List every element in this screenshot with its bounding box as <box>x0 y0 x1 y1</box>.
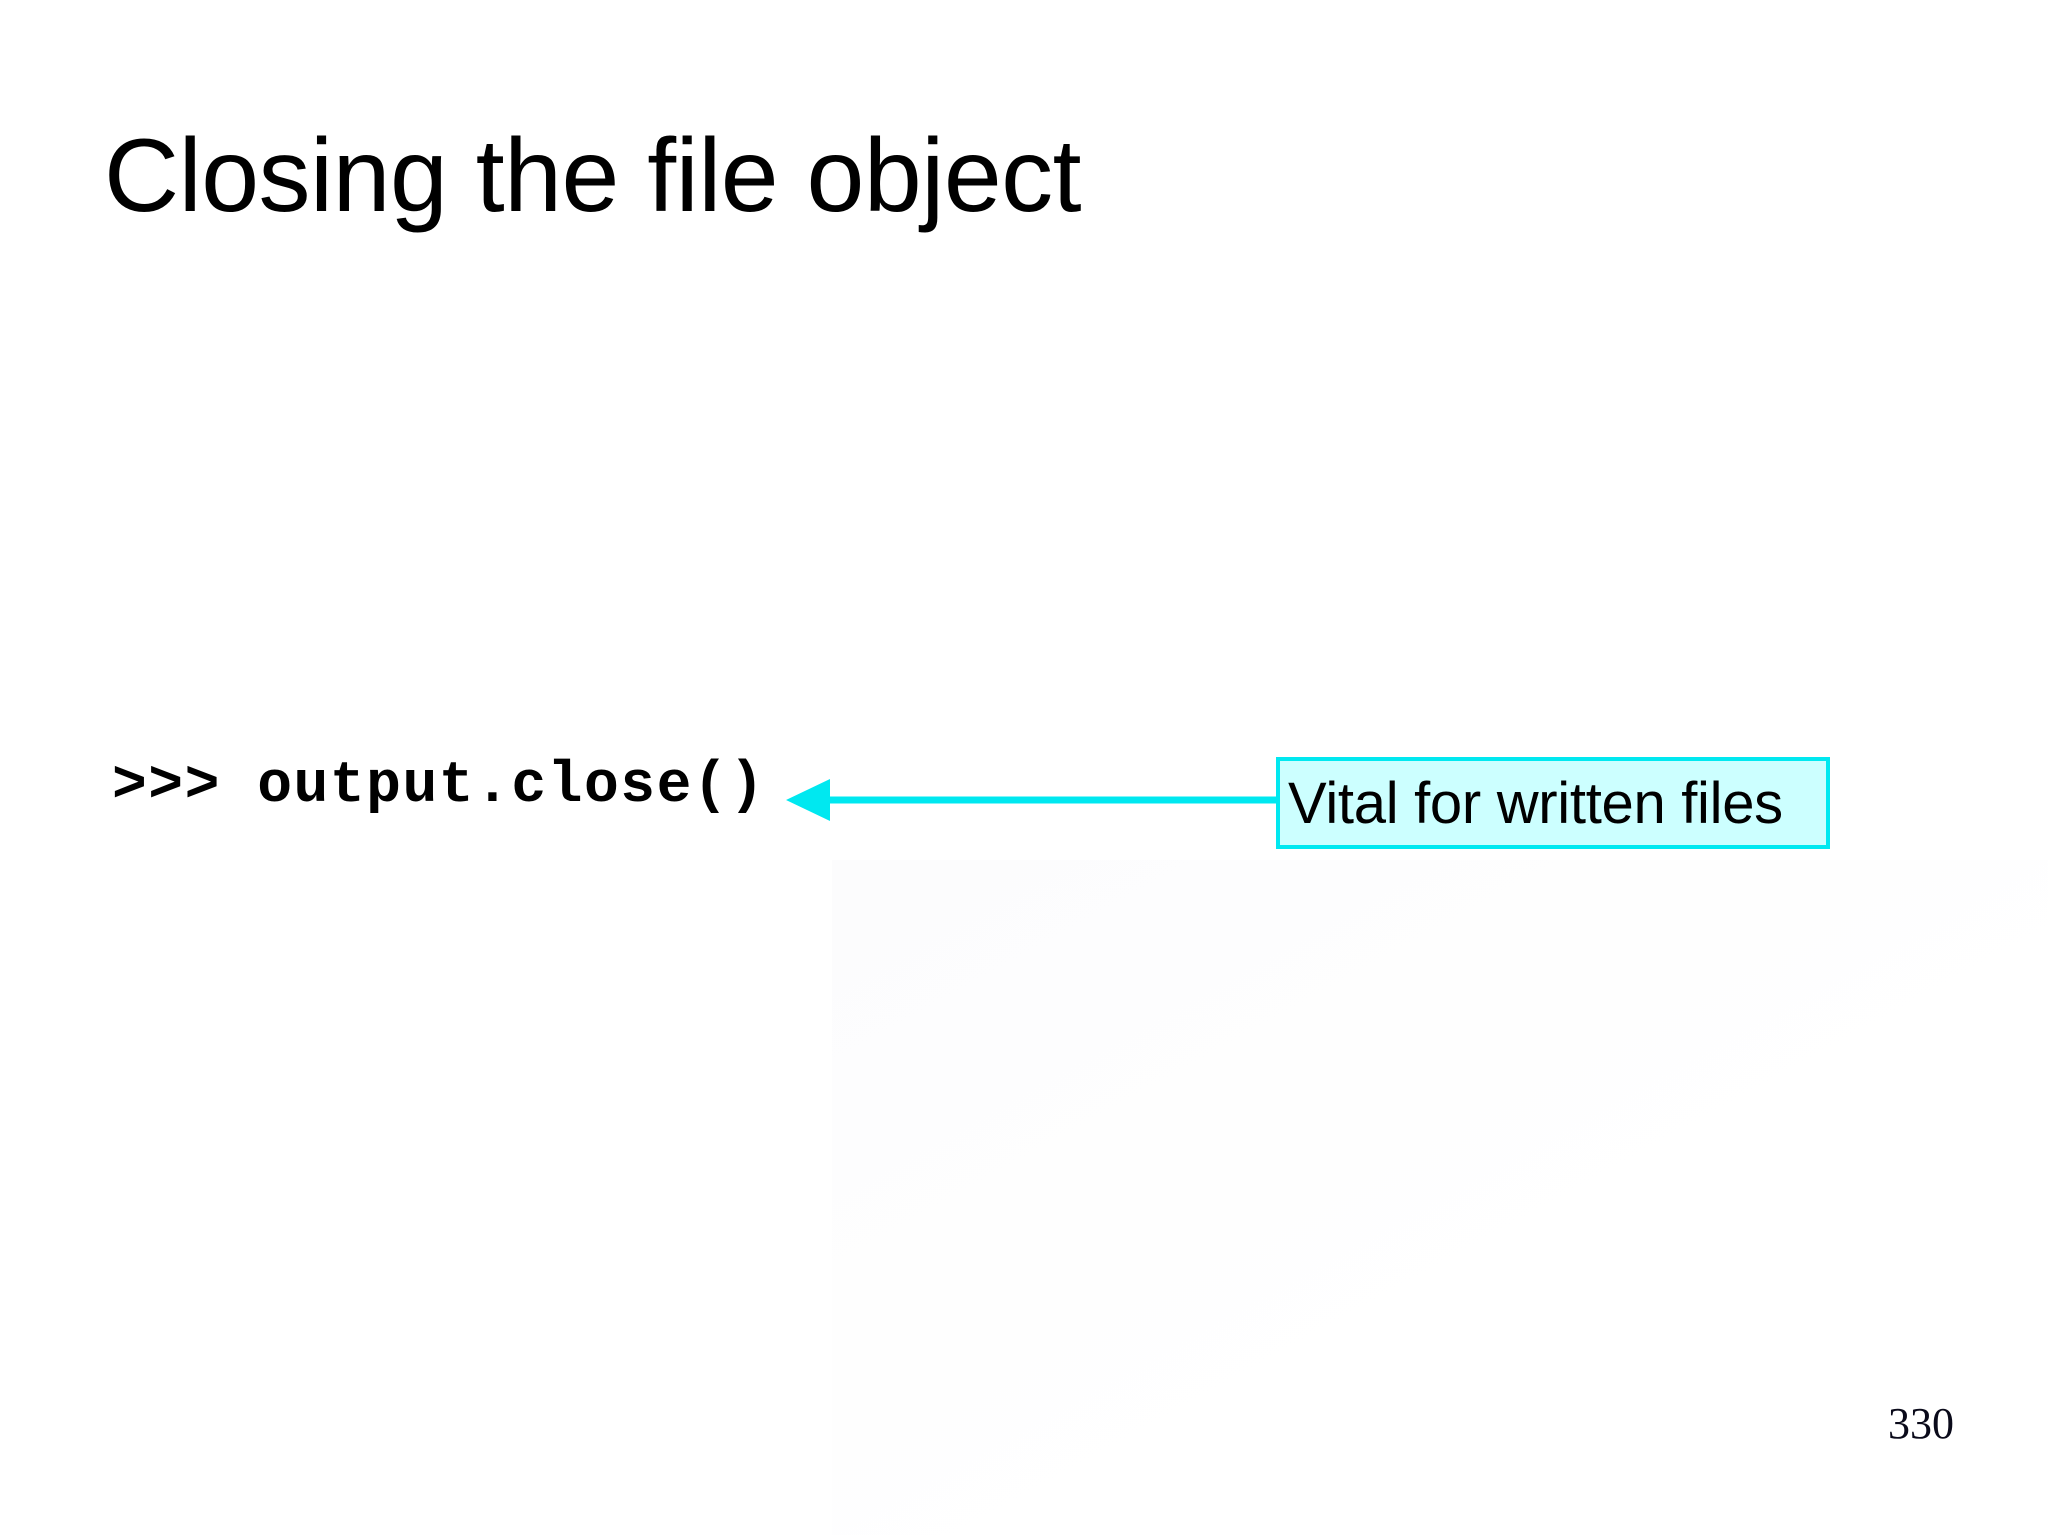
callout-box: Vital for written files <box>1276 757 1830 849</box>
code-snippet-line: >>> output.close() <box>112 754 766 819</box>
background-panel-artifact <box>832 860 2048 1535</box>
callout-label: Vital for written files <box>1288 770 1783 836</box>
page-title: Closing the file object <box>104 118 1082 234</box>
annotation-arrow <box>780 770 1290 830</box>
arrow-shaft-and-head <box>786 779 1290 821</box>
page-number: 330 <box>1888 1399 1954 1448</box>
